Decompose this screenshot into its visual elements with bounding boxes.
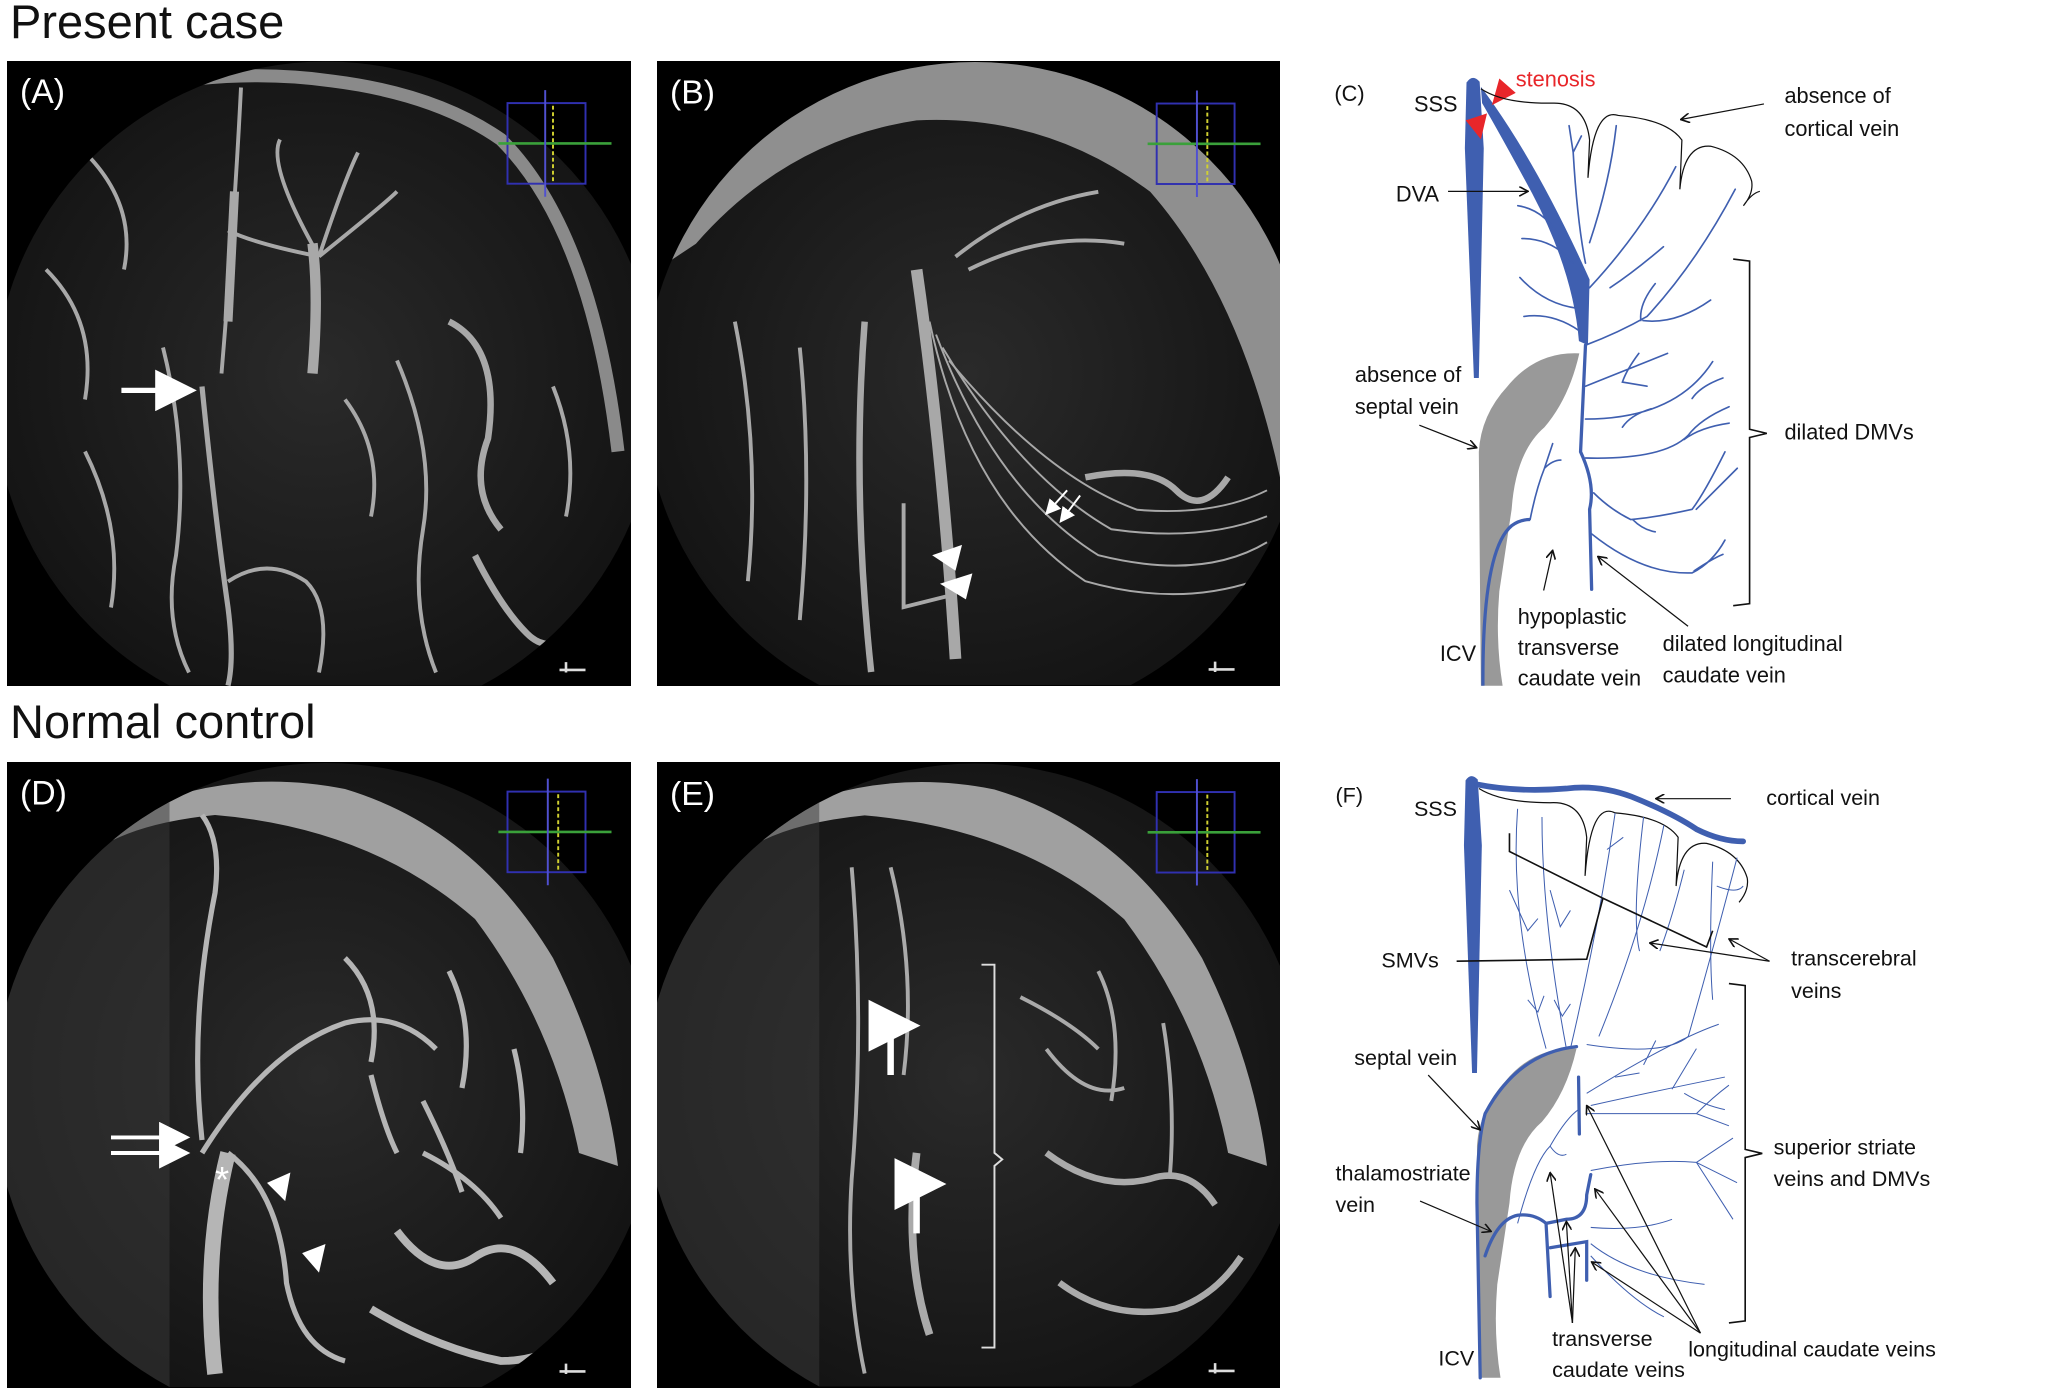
scale-bar-icon [1208, 661, 1235, 673]
cortex-outline [1480, 88, 1761, 207]
orientation-cube-icon [498, 90, 612, 197]
label-icv: ICV [1440, 641, 1477, 666]
asterisk-marker: * [215, 1159, 229, 1200]
label-icv: ICV [1438, 1347, 1475, 1371]
panel-label-d: (D) [20, 775, 67, 813]
label-absence-septal-2: septal vein [1355, 394, 1459, 419]
label-stenosis: stenosis [1516, 67, 1596, 92]
panel-label-f: (F) [1336, 784, 1363, 808]
dva-vessel [1480, 86, 1590, 346]
sss-vessel [1463, 776, 1482, 1073]
panel-e-image: (E) [657, 762, 1280, 1388]
panel-label-b: (B) [670, 74, 715, 112]
cortical-vein [1474, 781, 1746, 845]
scale-bar-icon [559, 662, 586, 673]
label-dilated-dmvs: dilated DMVs [1784, 420, 1913, 445]
label-sss: SSS [1414, 91, 1458, 116]
icv-vessel [1481, 517, 1531, 686]
arrowhead-markers-icon [932, 544, 973, 600]
diagram-f: (F) SSS cortical vein SMVs transcerebral… [1290, 756, 2050, 1390]
label-smvs: SMVs [1381, 948, 1438, 972]
diagram-c: (C) stenosis SSS DVA absence of cortical… [1290, 58, 2050, 698]
septal-region [1476, 1048, 1577, 1378]
label-transverse-1: transverse [1552, 1327, 1652, 1351]
panel-d-image: * (D) [7, 762, 631, 1388]
label-transcerebral-1: transcerebral [1791, 946, 1917, 970]
sss-vessel [1464, 77, 1484, 378]
scale-bar-icon [1208, 1363, 1235, 1374]
smvs-bracket [1456, 833, 1604, 963]
label-absence-septal-1: absence of [1355, 362, 1462, 387]
small-arrow-icon [1045, 489, 1068, 516]
label-dilated-long-1: dilated longitudinal [1663, 631, 1843, 656]
label-superior-striate-2: veins and DMVs [1774, 1167, 1931, 1191]
panel-label-c: (C) [1334, 81, 1364, 106]
label-hypoplastic-2: transverse [1518, 635, 1619, 660]
label-thalamostriate-1: thalamostriate [1336, 1162, 1471, 1186]
label-dva: DVA [1396, 182, 1440, 207]
label-longitudinal: longitudinal caudate veins [1688, 1338, 1936, 1362]
scale-bar-icon [559, 1363, 586, 1374]
septal-region [1478, 353, 1580, 686]
label-dilated-long-2: caudate vein [1663, 662, 1786, 687]
panel-label-e: (E) [670, 775, 715, 813]
stenosis-marker-icon [1465, 78, 1516, 140]
cortex-outline [1478, 787, 1749, 903]
label-septal-vein: septal vein [1354, 1046, 1457, 1070]
label-superior-striate-1: superior striate [1774, 1135, 1916, 1159]
label-sss: SSS [1414, 797, 1457, 821]
bracket-marker [1733, 258, 1768, 607]
label-absence-cortical-1: absence of [1784, 83, 1891, 108]
label-transverse-2: caudate veins [1552, 1358, 1685, 1382]
section-title-present-case: Present case [10, 0, 285, 48]
orientation-cube-icon [1147, 90, 1261, 197]
panel-label-a: (A) [20, 73, 65, 111]
panel-a-image: (A) [7, 61, 631, 686]
label-hypoplastic-3: caudate vein [1518, 666, 1641, 691]
panel-b-image: (B) [657, 61, 1280, 686]
label-cortical-vein: cortical vein [1766, 786, 1880, 810]
bracket-marker [1728, 982, 1763, 1324]
small-arrow-icon [1059, 494, 1081, 524]
label-transcerebral-2: veins [1791, 979, 1841, 1003]
orientation-cube-icon [498, 778, 612, 886]
label-absence-cortical-2: cortical vein [1784, 116, 1899, 141]
curved-arrow-icon [894, 1158, 947, 1234]
label-thalamostriate-2: vein [1336, 1193, 1375, 1217]
bracket-marker [981, 963, 1004, 1349]
label-hypoplastic-1: hypoplastic [1518, 604, 1627, 629]
orientation-cube-icon [1147, 779, 1261, 886]
section-title-normal-control: Normal control [10, 695, 316, 748]
curved-arrow-icon [868, 999, 921, 1075]
